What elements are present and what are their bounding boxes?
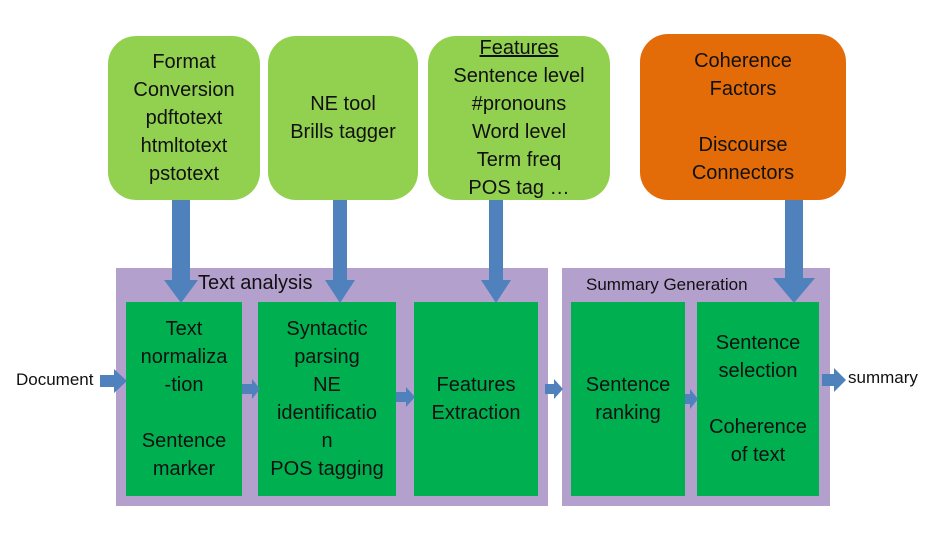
text-normalization-line: marker: [152, 458, 216, 480]
sentence-ranking-line: ranking: [595, 402, 661, 424]
sentence-selection-box: Sentence selection Coherence of text: [697, 302, 819, 496]
syntactic-parsing-line: NE: [313, 374, 341, 396]
format-conversion-line: Conversion: [133, 79, 235, 101]
document-label: Document: [16, 370, 94, 389]
features-line: Term freq: [476, 149, 562, 171]
summary-generation-title: Summary Generation: [586, 275, 748, 294]
arrow-parsing-to-extraction: [396, 387, 415, 407]
ne-tool-line: NE tool: [310, 93, 376, 115]
text-normalization-line: Sentence: [141, 430, 227, 452]
syntactic-parsing-line: POS tagging: [270, 458, 384, 480]
format-conversion-line: pdftotext: [145, 107, 223, 129]
sentence-selection-line: of text: [730, 444, 786, 466]
format-conversion-box: Format Conversion pdftotext htmltotext p…: [108, 36, 260, 200]
arrow-format-to-normalization: [164, 200, 198, 303]
coherence-line: Discourse: [698, 134, 788, 156]
features-extraction-box: Features Extraction: [414, 302, 538, 496]
text-normalization-line: -tion: [164, 374, 204, 396]
arrow-features-to-extraction: [481, 200, 511, 303]
arrow-summary-out: [822, 368, 846, 392]
sentence-selection-line: Sentence: [715, 332, 801, 354]
text-analysis-title: Text analysis: [198, 272, 313, 294]
syntactic-parsing-line: n: [321, 430, 333, 452]
sentence-selection-line: selection: [718, 360, 798, 382]
syntactic-parsing-box: Syntactic parsing NE identificatio n POS…: [258, 302, 396, 496]
features-line: #pronouns: [471, 93, 567, 115]
features-extraction-line: Extraction: [431, 402, 521, 424]
arrow-ranking-to-selection: [685, 389, 698, 409]
summary-label: summary: [848, 368, 918, 387]
features-heading: Features: [479, 37, 559, 59]
syntactic-parsing-line: Syntactic: [286, 318, 368, 340]
features-box: Features Sentence level #pronouns Word l…: [428, 36, 610, 200]
arrow-coherence-to-selection: [773, 200, 815, 303]
arrow-extraction-to-ranking: [545, 379, 563, 399]
coherence-line: Connectors: [691, 162, 795, 184]
features-line: Sentence level: [453, 65, 585, 87]
ne-tool-line: Brills tagger: [290, 121, 396, 143]
arrow-normalization-to-parsing: [242, 379, 260, 399]
format-conversion-line: pstotext: [148, 163, 220, 185]
features-extraction-line: Features: [436, 374, 516, 396]
format-conversion-line: Format: [152, 51, 216, 73]
features-line: Word level: [471, 121, 567, 143]
syntactic-parsing-line: identificatio: [276, 402, 378, 424]
syntactic-parsing-line: parsing: [294, 346, 360, 368]
sentence-ranking-box: Sentence ranking: [571, 302, 685, 496]
coherence-factors-box: Coherence Factors Discourse Connectors: [640, 34, 846, 200]
sentence-ranking-line: Sentence: [585, 374, 671, 396]
arrow-document-in: [100, 369, 127, 393]
format-conversion-line: htmltotext: [140, 135, 228, 157]
ne-tool-box: NE tool Brills tagger: [268, 36, 418, 200]
arrow-ne-to-parsing: [325, 200, 355, 303]
coherence-line: Factors: [709, 78, 777, 100]
features-line: POS tag …: [468, 177, 570, 199]
text-normalization-box: Text normaliza -tion Sentence marker: [126, 302, 242, 496]
text-normalization-line: Text: [165, 318, 203, 340]
sentence-selection-line: Coherence: [709, 416, 807, 438]
coherence-line: Coherence: [694, 50, 792, 72]
text-normalization-line: normaliza: [140, 346, 228, 368]
